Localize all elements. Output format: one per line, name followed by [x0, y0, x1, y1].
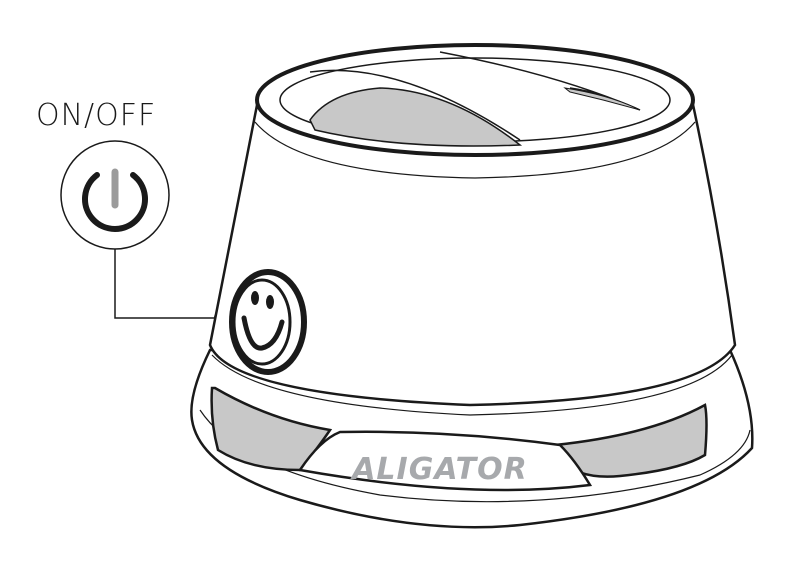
brand-logo: ALIGATOR [352, 452, 528, 487]
speaker-body [208, 98, 737, 416]
speaker-top [255, 43, 695, 157]
smiley-face-icon[interactable] [229, 269, 307, 375]
power-icon [60, 140, 170, 250]
on-off-label: ON/OFF [36, 98, 157, 133]
callout-leader-line [114, 249, 220, 319]
